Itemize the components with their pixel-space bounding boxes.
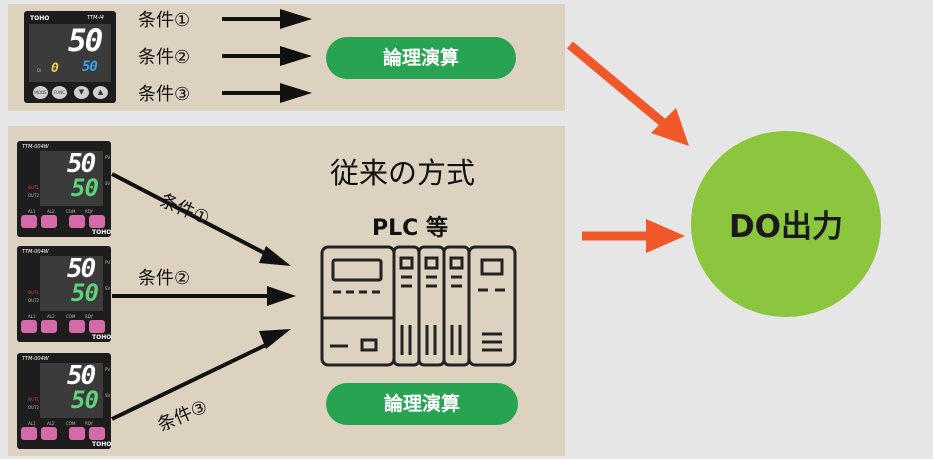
do-output-label: DO出力 bbox=[728, 209, 844, 245]
func-button[interactable]: FUNC bbox=[52, 86, 67, 99]
al1-label: AL1 bbox=[28, 209, 36, 214]
di-label: DI bbox=[37, 68, 42, 73]
pv-label: PV bbox=[105, 367, 111, 372]
down-button[interactable] bbox=[69, 215, 85, 228]
sv-readout: 50 bbox=[82, 59, 98, 75]
sv-readout: 50 bbox=[71, 174, 99, 202]
controller-display bbox=[29, 24, 111, 82]
controller-brand: TOHO bbox=[92, 334, 112, 341]
controller-model: TTM-004W bbox=[22, 144, 49, 150]
pv-readout: 50 bbox=[67, 254, 96, 284]
bottom-controller-2: TTM-004W 50 50 PV SV OUT1 OUT2 AL1 AL2 C… bbox=[17, 246, 111, 342]
out1-label: OUT1 bbox=[28, 397, 40, 402]
out2-label: OUT2 bbox=[28, 193, 40, 198]
bottom-arrow-3 bbox=[111, 329, 291, 421]
do-output-circle bbox=[691, 131, 881, 317]
down-button[interactable] bbox=[69, 320, 85, 333]
down-button[interactable]: ▼ bbox=[74, 86, 89, 99]
top-arrow-1 bbox=[222, 9, 312, 29]
out1-label: OUT1 bbox=[28, 290, 40, 295]
up-button[interactable] bbox=[89, 427, 105, 440]
out1-label: OUT1 bbox=[28, 185, 40, 190]
down-button[interactable] bbox=[69, 427, 85, 440]
mode-button[interactable] bbox=[21, 215, 37, 228]
mode-button[interactable] bbox=[21, 320, 37, 333]
controller-brand: TOHO bbox=[30, 15, 50, 22]
orange-arrow-horizontal bbox=[582, 219, 685, 253]
controller-display bbox=[40, 256, 103, 311]
com-label: COM bbox=[66, 209, 76, 214]
controller-brand: TOHO bbox=[92, 229, 112, 236]
com-label: COM bbox=[66, 314, 76, 319]
mode-button[interactable] bbox=[21, 427, 37, 440]
top-condition-3: 条件③ bbox=[138, 84, 191, 105]
al1-label: AL1 bbox=[28, 314, 36, 319]
rdy-label: RDY bbox=[85, 421, 94, 426]
bottom-condition-2: 条件② bbox=[138, 268, 191, 289]
bottom-arrow-2 bbox=[112, 286, 296, 306]
controller-display bbox=[40, 151, 103, 206]
rdy-label: RDY bbox=[85, 209, 94, 214]
rdy-label: RDY bbox=[85, 314, 94, 319]
top-arrow-3 bbox=[222, 83, 312, 103]
pv-readout: 50 bbox=[67, 361, 96, 391]
mode-button[interactable]: MODE bbox=[33, 86, 48, 99]
orange-arrow-diagonal bbox=[567, 41, 689, 146]
controller-model: TTM-004W bbox=[22, 249, 49, 255]
al2-label: AL2 bbox=[47, 314, 55, 319]
sv-readout: 50 bbox=[71, 386, 99, 414]
out2-label: OUT2 bbox=[28, 405, 40, 410]
bottom-logic-pill: 論理演算 bbox=[326, 383, 518, 425]
bottom-controller-3: TTM-004W 50 50 PV SV OUT1 OUT2 AL1 AL2 C… bbox=[17, 353, 111, 449]
com-label: COM bbox=[66, 421, 76, 426]
sv-label: SV bbox=[105, 393, 111, 398]
sv-readout: 50 bbox=[71, 279, 99, 307]
func-button[interactable] bbox=[41, 427, 57, 440]
func-button-label: FUNC bbox=[53, 90, 65, 95]
up-button[interactable] bbox=[89, 215, 105, 228]
al1-label: AL1 bbox=[28, 421, 36, 426]
top-controller: TOHO TTM-I4 50 50 0 DI MODE FUNC ▼ ▲ bbox=[24, 11, 116, 103]
func-button[interactable] bbox=[41, 215, 57, 228]
plc-icon bbox=[320, 245, 517, 367]
pv-label: PV bbox=[105, 260, 111, 265]
top-condition-1: 条件① bbox=[138, 10, 191, 31]
controller-model: TTM-004W bbox=[22, 356, 49, 362]
pv-label: PV bbox=[105, 155, 111, 160]
up-button[interactable] bbox=[89, 320, 105, 333]
sv-label: SV bbox=[105, 181, 111, 186]
top-condition-2: 条件② bbox=[138, 47, 191, 68]
mode-button-label: MODE bbox=[34, 90, 47, 95]
plc-label: PLC 等 bbox=[372, 216, 448, 241]
top-arrow-2 bbox=[222, 46, 312, 66]
al2-label: AL2 bbox=[47, 209, 55, 214]
controller-model: TTM-I4 bbox=[87, 15, 104, 21]
small-readout: 0 bbox=[51, 61, 59, 76]
bottom-controller-1: TTM-004W 50 50 PV SV OUT1 OUT2 AL1 AL2 C… bbox=[17, 141, 111, 237]
conventional-method-title: 従来の方式 bbox=[330, 156, 476, 190]
pv-readout: 50 bbox=[68, 23, 103, 59]
pv-readout: 50 bbox=[67, 149, 96, 179]
func-button[interactable] bbox=[41, 320, 57, 333]
al2-label: AL2 bbox=[47, 421, 55, 426]
bottom-arrow-1 bbox=[111, 172, 291, 266]
sv-label: SV bbox=[105, 286, 111, 291]
controller-brand: TOHO bbox=[92, 441, 112, 448]
up-button[interactable]: ▲ bbox=[93, 86, 108, 99]
top-logic-pill: 論理演算 bbox=[326, 37, 516, 79]
out2-label: OUT2 bbox=[28, 298, 40, 303]
controller-display bbox=[40, 363, 103, 418]
